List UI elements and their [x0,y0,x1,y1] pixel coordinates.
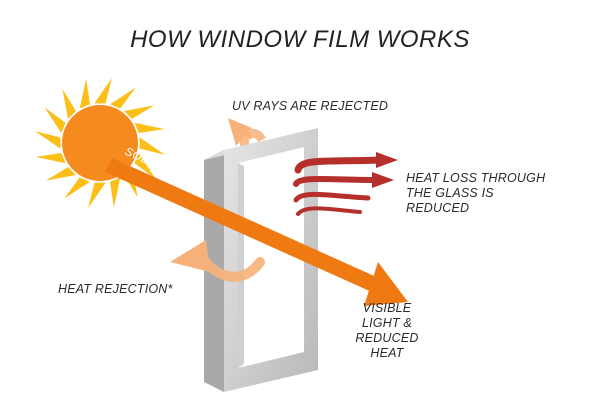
visible-light-line-4: HEAT [370,346,404,360]
sun-ray [35,131,61,149]
diagram-title: HOW WINDOW FILM WORKS [130,26,470,53]
visible-light-line-1: VISIBLE [362,301,412,315]
sun-ray [45,167,76,181]
sun-ray [35,153,66,164]
uv-rays-label: UV RAYS ARE REJECTED [232,99,389,113]
sun-ray [79,78,90,109]
sun-ray [64,177,90,199]
sun-ray [124,105,155,119]
visible-light-line-2: LIGHT & [361,316,413,330]
heat-loss-label: HEAT LOSS THROUGH THE GLASS IS REDUCED [406,171,545,216]
sun-ray [44,107,66,133]
sun-ray [88,182,106,208]
sun-ray [139,137,165,155]
sun-rays [35,78,165,208]
sun-ray [134,122,165,133]
sun-ray [110,87,136,109]
sun-ray [62,88,76,119]
heat-loss-line-3: REDUCED [406,201,470,215]
sun-ray [94,78,112,104]
heat-rejection-arrow [170,240,265,282]
visible-light-label: VISIBLE LIGHT & REDUCED HEAT [352,301,422,361]
heat-rejection-label: HEAT REJECTION* [58,282,173,296]
heat-loss-arrows [293,152,398,216]
heat-loss-line-2: THE GLASS IS [406,186,494,200]
sun-ray [134,153,156,179]
visible-light-line-3: REDUCED [355,331,419,345]
sun-ray [110,177,121,208]
heat-loss-line-1: HEAT LOSS THROUGH [406,171,546,185]
